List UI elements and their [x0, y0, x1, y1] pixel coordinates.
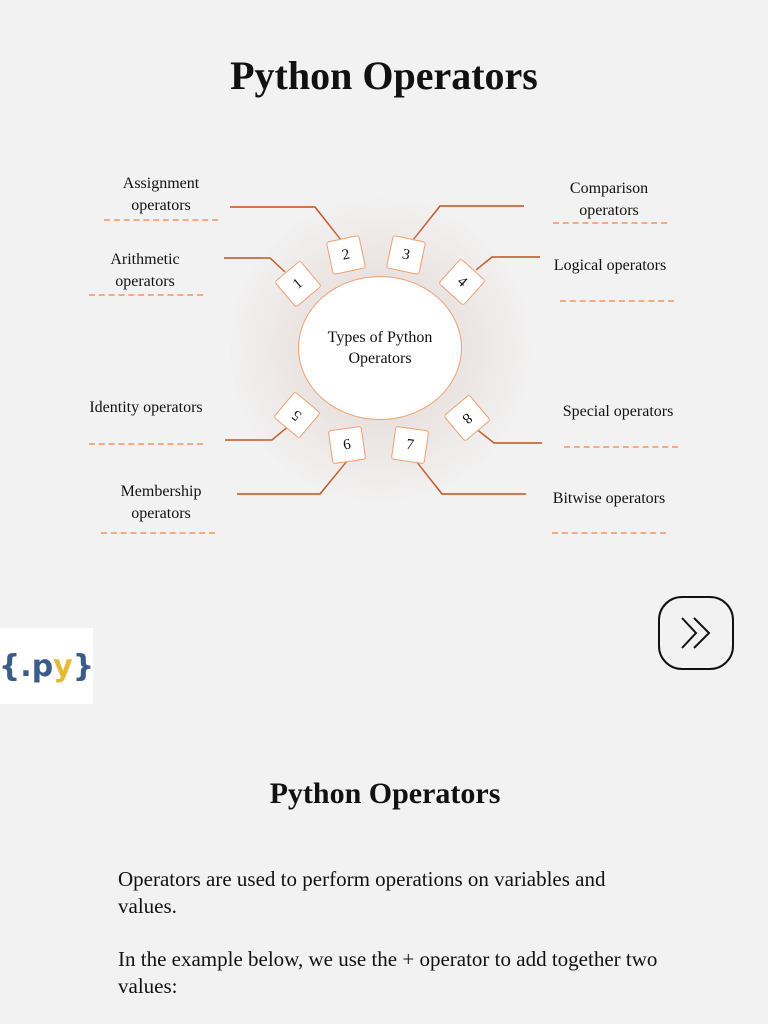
page-title: Python Operators — [230, 53, 538, 98]
label-identity: Identity operators — [89, 399, 203, 416]
dash-6 — [101, 532, 215, 534]
label-bitwise: Bitwise operators — [552, 490, 666, 507]
dash-3 — [553, 222, 667, 224]
dash-2 — [104, 219, 218, 221]
tag-7: 7 — [390, 425, 430, 465]
dash-1 — [89, 294, 203, 296]
tag-3: 3 — [385, 234, 427, 276]
center-label: Types of Python Operators — [327, 329, 433, 367]
section-title: Python Operators — [269, 777, 501, 810]
dash-8 — [564, 446, 678, 448]
dash-5 — [89, 443, 203, 445]
label-membership: Membership operators — [120, 483, 202, 522]
paragraph-example: In the example below, we use the + opera… — [118, 947, 658, 998]
paragraph-intro: Operators are used to perform operations… — [118, 867, 606, 918]
tag-6: 6 — [327, 425, 367, 465]
double-chevron-right-icon — [681, 617, 711, 649]
dash-7 — [552, 532, 666, 534]
dash-4 — [560, 300, 674, 302]
label-special: Special operators — [562, 403, 674, 420]
next-button[interactable] — [658, 596, 734, 670]
label-comparison: Comparison operators — [569, 180, 649, 219]
label-assignment: Assignment operators — [122, 175, 200, 214]
center-circle: Types of Python Operators — [298, 276, 462, 420]
tag-2: 2 — [325, 234, 367, 276]
label-logical: Logical operators — [553, 257, 667, 274]
label-arithmetic: Arithmetic operators — [110, 251, 180, 290]
